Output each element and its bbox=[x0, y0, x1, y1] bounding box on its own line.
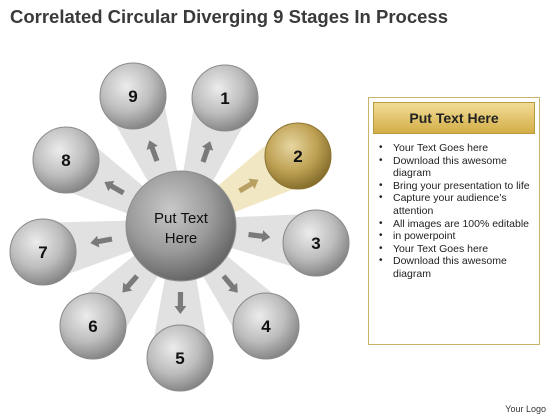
logo-text: Your Logo bbox=[505, 404, 546, 414]
bullet-icon: • bbox=[379, 179, 383, 191]
arrow-icon bbox=[248, 230, 271, 243]
panel-list-item: • Your Text Goes here bbox=[377, 243, 533, 256]
stage-node-2: 2 bbox=[264, 122, 332, 190]
stage-number: 5 bbox=[175, 349, 184, 368]
stage-node-1: 1 bbox=[191, 64, 259, 132]
panel-heading: Put Text Here bbox=[373, 102, 535, 134]
panel-list-item: • Your Text Goes here bbox=[377, 142, 533, 155]
stage-circle bbox=[264, 122, 332, 190]
direction-arrows bbox=[90, 140, 271, 314]
arrow-icon bbox=[200, 141, 214, 163]
arrow-icon bbox=[90, 235, 113, 248]
stage-number: 8 bbox=[61, 151, 70, 170]
bullet-icon: • bbox=[379, 230, 383, 242]
panel-item-text: Your Text Goes here bbox=[393, 142, 489, 154]
stage-number: 4 bbox=[261, 317, 271, 336]
panel-list-item: • All images are 100% editable bbox=[377, 218, 533, 231]
panel-item-text: Download this awesome diagram bbox=[393, 255, 507, 280]
stage-node-9: 9 bbox=[99, 62, 167, 130]
page-title: Correlated Circular Diverging 9 Stages I… bbox=[10, 6, 448, 27]
center-circle bbox=[125, 170, 237, 282]
panel-list-item: • Capture your audience’s attention bbox=[377, 192, 533, 217]
stage-number: 6 bbox=[88, 317, 97, 336]
panel-bullet-list: • Your Text Goes here • Download this aweso… bbox=[369, 142, 539, 281]
stage-circle bbox=[282, 209, 350, 277]
stage-node-4: 4 bbox=[232, 292, 300, 360]
bullet-icon: • bbox=[379, 142, 383, 153]
bullet-icon: • bbox=[379, 217, 383, 229]
stage-number: 9 bbox=[128, 87, 137, 106]
panel-list-item: • Bring your presentation to life bbox=[377, 180, 533, 193]
panel-list-item: • Download this awesome diagram bbox=[377, 155, 533, 180]
stage-nodes: 1 2 3 4 5 6 7 8 9 bbox=[9, 62, 350, 392]
stage-circle bbox=[59, 292, 127, 360]
arrow-icon bbox=[104, 180, 125, 196]
arrow-icon bbox=[122, 274, 139, 293]
stage-number: 7 bbox=[38, 243, 47, 262]
panel-list-item: • Download this awesome diagram bbox=[377, 255, 533, 280]
center-label-line-1: Put Text bbox=[154, 210, 209, 227]
stage-circle bbox=[146, 324, 214, 392]
arrow-icon bbox=[238, 178, 259, 194]
bullet-icon: • bbox=[379, 242, 383, 254]
center-node: Put Text Here bbox=[125, 170, 237, 282]
arrow-icon bbox=[146, 140, 160, 162]
stage-node-6: 6 bbox=[59, 292, 127, 360]
stage-circle bbox=[9, 218, 77, 286]
arrow-icon bbox=[221, 274, 238, 293]
panel-item-text: Your Text Goes here bbox=[393, 242, 489, 255]
bullet-icon: • bbox=[379, 255, 383, 267]
panel-list-item: • in powerpoint bbox=[377, 230, 533, 243]
center-label-line-2: Here bbox=[165, 230, 198, 247]
panel-item-text: in powerpoint bbox=[393, 230, 456, 243]
stage-node-3: 3 bbox=[282, 209, 350, 277]
panel-item-text: Download this awesome diagram bbox=[393, 154, 507, 180]
stage-number: 2 bbox=[293, 147, 302, 166]
panel-item-text: All images are 100% editable bbox=[393, 217, 529, 230]
bullet-icon: • bbox=[379, 192, 383, 204]
panel-item-text: Capture your audience’s attention bbox=[393, 192, 507, 217]
panel-item-text: Bring your presentation to life bbox=[393, 179, 530, 192]
stage-node-5: 5 bbox=[146, 324, 214, 392]
stage-circle bbox=[232, 292, 300, 360]
stage-circle bbox=[99, 62, 167, 130]
bullet-icon: • bbox=[379, 154, 383, 166]
arrow-icon bbox=[174, 291, 187, 314]
text-panel: Put Text Here • Your Text Goes here • Downl… bbox=[368, 97, 540, 345]
stage-node-7: 7 bbox=[9, 218, 77, 286]
stage-circle bbox=[32, 126, 100, 194]
stage-number: 3 bbox=[311, 234, 320, 253]
stage-node-8: 8 bbox=[32, 126, 100, 194]
stage-circle bbox=[191, 64, 259, 132]
stage-number: 1 bbox=[220, 89, 229, 108]
